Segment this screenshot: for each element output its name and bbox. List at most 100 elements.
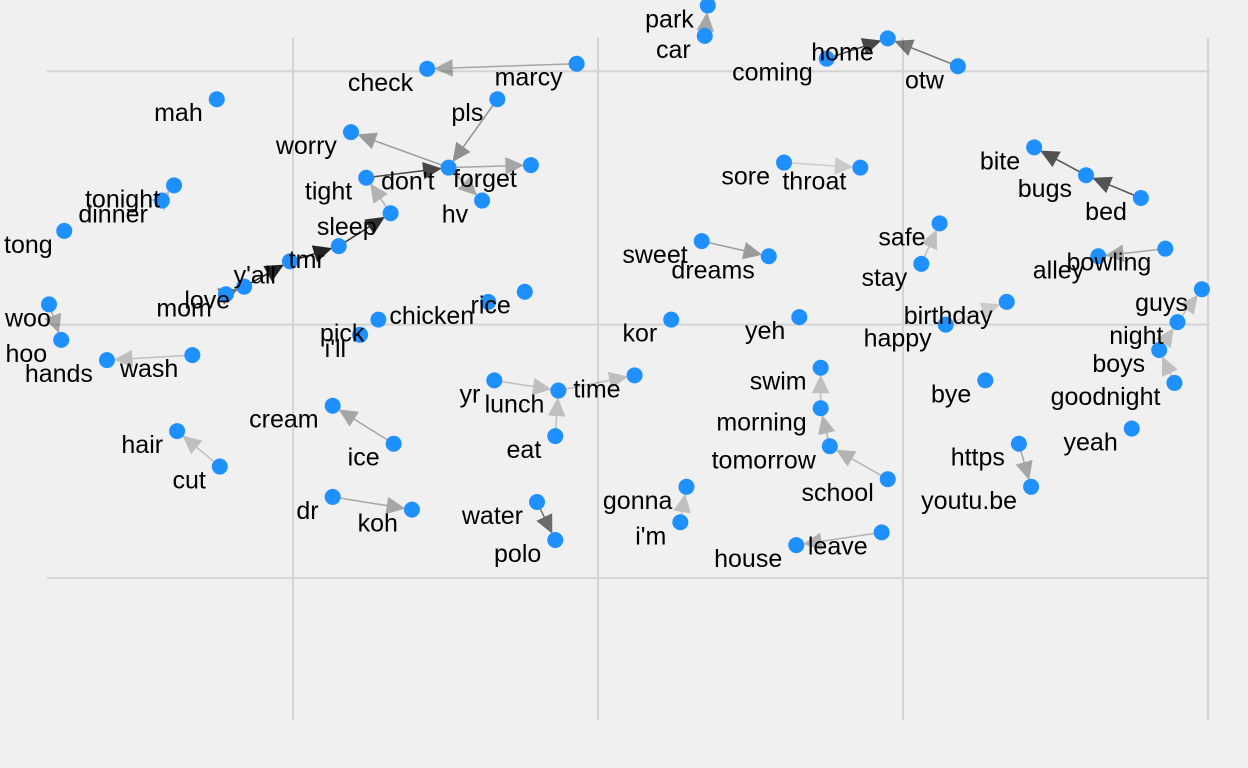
edge-pls-don't [452, 98, 498, 163]
point-throat [852, 159, 869, 176]
edge-wash-hands [113, 349, 193, 368]
point-dr [324, 488, 341, 505]
point-house [788, 537, 805, 554]
point-hands [98, 352, 115, 369]
label-sweet: sweet [622, 241, 687, 269]
label-bowling: bowling [1067, 249, 1152, 277]
label-hoo: hoo [5, 340, 47, 368]
point-cream [324, 397, 341, 414]
label-marcy: marcy [495, 64, 564, 92]
label-guys: guys [1135, 289, 1188, 317]
label-dreams: dreams [671, 256, 754, 284]
edge-lunch-time [558, 371, 628, 392]
label-hands: hands [25, 360, 93, 388]
point-i'll [352, 326, 369, 343]
point-chicken [480, 293, 497, 310]
label-woo: woo [4, 304, 51, 332]
point-rice [516, 283, 533, 300]
point-yeah [1123, 420, 1140, 437]
point-swim [812, 359, 829, 376]
point-birthday [998, 293, 1015, 310]
point-https [1010, 435, 1027, 452]
label-mom: mom [156, 294, 212, 322]
label-polo: polo [494, 540, 541, 568]
point-sweet [693, 233, 710, 250]
label-chicken: chicken [389, 302, 474, 330]
point-mom [217, 286, 234, 303]
label-yeh: yeh [745, 317, 785, 345]
point-mah [208, 91, 225, 108]
label-gonna: gonna [603, 487, 673, 515]
edge-don't-worry [357, 132, 449, 169]
label-throat: throat [782, 168, 846, 196]
label-bye: bye [931, 380, 971, 408]
point-bowling [1157, 240, 1174, 257]
point-bite [1026, 139, 1043, 156]
label-check: check [348, 69, 414, 97]
label-swim: swim [750, 368, 807, 396]
point-dinner [153, 192, 170, 209]
point-pick [370, 311, 387, 328]
edge-don't-forget [448, 157, 525, 175]
point-yeh [791, 309, 808, 326]
label-school: school [801, 479, 873, 507]
point-sore [776, 154, 793, 171]
point-gonna [678, 478, 695, 495]
edge-marcy-check [434, 59, 577, 77]
point-tonight [166, 177, 183, 194]
label-yr: yr [459, 380, 480, 408]
point-car [696, 27, 713, 44]
label-don't: don't [381, 168, 434, 196]
point-sleep [382, 205, 399, 222]
point-otw [949, 58, 966, 75]
point-goodnight [1166, 374, 1183, 391]
label-cut: cut [172, 467, 205, 495]
label-youtu.be: youtu.be [921, 487, 1017, 515]
label-sleep: sleep [317, 213, 377, 241]
label-car: car [656, 36, 691, 64]
point-pls [489, 91, 506, 108]
point-guys [1193, 281, 1210, 298]
label-hv: hv [442, 201, 469, 229]
label-hair: hair [121, 431, 163, 459]
point-woo [41, 296, 57, 313]
label-ice: ice [348, 444, 380, 472]
point-home [879, 30, 896, 47]
label-bite: bite [980, 147, 1020, 175]
label-dinner: dinner [78, 201, 148, 229]
label-bed: bed [1085, 198, 1127, 226]
point-tight [358, 169, 375, 186]
label-boys: boys [1092, 350, 1145, 378]
point-yr [486, 372, 503, 389]
point-koh [403, 501, 420, 518]
edge-leave-house [803, 531, 882, 551]
label-goodnight: goodnight [1051, 383, 1161, 411]
point-forget [522, 157, 539, 174]
label-tight: tight [305, 178, 352, 206]
edge-otw-home [894, 39, 959, 67]
grid [47, 38, 1210, 720]
label-pls: pls [451, 99, 483, 127]
label-alley: alley [1033, 256, 1085, 284]
point-morning [812, 400, 829, 417]
point-dreams [760, 248, 777, 265]
point-alley [1090, 248, 1107, 265]
label-stay: stay [861, 264, 907, 292]
point-check [419, 60, 436, 77]
label-rice: rice [471, 292, 511, 320]
label-koh: koh [358, 510, 398, 538]
label-home: home [811, 38, 874, 66]
point-night [1169, 314, 1186, 331]
point-hair [169, 423, 186, 440]
label-safe: safe [878, 223, 925, 251]
point-bugs [1078, 167, 1094, 184]
label-yeah: yeah [1064, 429, 1118, 457]
point-youtu.be [1023, 478, 1040, 495]
label-eat: eat [507, 436, 542, 464]
label-birthday: birthday [904, 302, 993, 330]
edge-tight-don't [366, 161, 442, 180]
point-cut [211, 458, 228, 475]
label-kor: kor [622, 320, 657, 348]
